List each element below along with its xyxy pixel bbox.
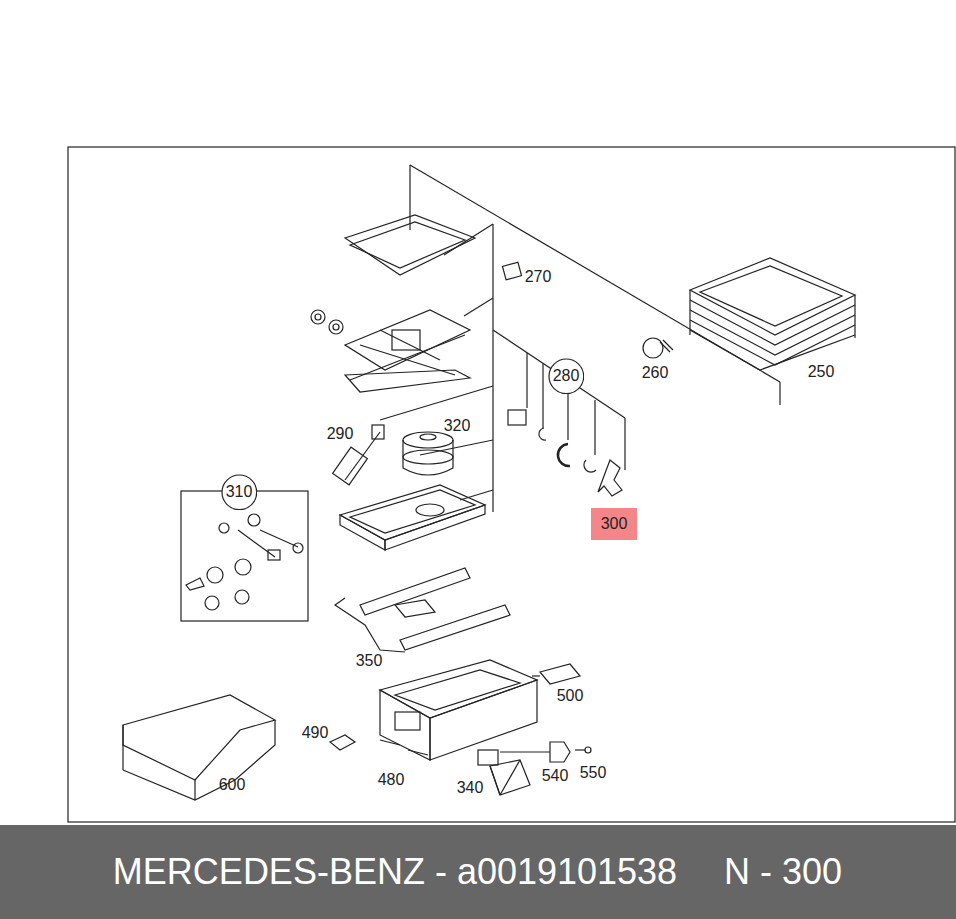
frame [68, 147, 955, 822]
callout-number: 350 [356, 653, 383, 669]
callout-number: 550 [580, 765, 607, 781]
callout-number: 340 [457, 780, 484, 796]
callout-number: 540 [542, 768, 569, 784]
callout-circle: 310 [221, 474, 258, 511]
callout-number: 300 [601, 515, 628, 533]
footer-text: MERCEDES-BENZ - a0019101538 [113, 851, 677, 893]
footer-band: MERCEDES-BENZ - a0019101538 N - 300 [0, 825, 956, 919]
callout-number: 480 [378, 772, 405, 788]
callout-number: 280 [553, 367, 580, 385]
highlight-box: 300 [591, 508, 637, 540]
callout-number: 320 [444, 418, 471, 434]
callout-number: 500 [557, 688, 584, 704]
callout-number: 310 [226, 483, 253, 501]
callout-number: 490 [302, 725, 329, 741]
callout-number: 290 [327, 426, 354, 442]
callout-number: 600 [219, 777, 246, 793]
callout-number: 270 [525, 269, 552, 285]
callout-number: 250 [808, 364, 835, 380]
callout-number: 260 [642, 365, 669, 381]
group-box [181, 491, 308, 621]
footer-text: N - 300 [724, 851, 842, 893]
callout-circle: 280 [548, 358, 585, 395]
